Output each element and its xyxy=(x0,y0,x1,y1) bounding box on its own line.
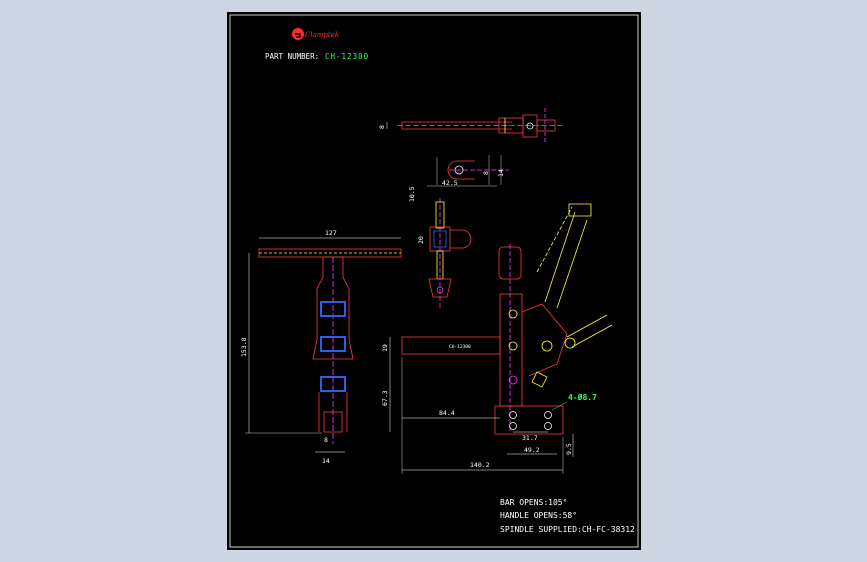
note-handle-opens: HANDLE OPENS:58° xyxy=(500,511,577,520)
side-view xyxy=(401,203,613,435)
note-bar-opens: BAR OPENS:105° xyxy=(500,498,567,507)
tip-detail xyxy=(427,155,509,187)
spindle-assembly xyxy=(428,198,472,308)
dim-base-w2: 49.2 xyxy=(507,446,557,455)
svg-text:153.8: 153.8 xyxy=(240,337,248,357)
dim-base-w1: 31.7 xyxy=(513,431,548,442)
dim-tip-w1: 8 xyxy=(482,171,490,175)
part-number-label: PART NUMBER: xyxy=(265,52,319,61)
dim-bottom-8: 8 xyxy=(324,436,328,444)
dim-top-width: 127 xyxy=(259,229,401,239)
dim-overall-height: 153.8 xyxy=(240,253,322,434)
bar-part-label: CH-12300 xyxy=(449,344,471,350)
svg-text:84.4: 84.4 xyxy=(439,409,455,417)
frame-border xyxy=(229,14,639,548)
svg-text:8: 8 xyxy=(378,125,386,129)
dim-spindle-8: 8 xyxy=(378,122,388,129)
svg-text:127: 127 xyxy=(325,229,337,237)
brand-text: Clamptek xyxy=(305,31,339,39)
svg-text:67.3: 67.3 xyxy=(381,390,389,406)
dim-tip-w2: 14 xyxy=(497,169,505,177)
part-number-value: CH-12300 xyxy=(325,52,369,61)
svg-text:31.7: 31.7 xyxy=(522,434,538,442)
svg-text:4-Ø8.7: 4-Ø8.7 xyxy=(568,392,597,402)
svg-text:140.2: 140.2 xyxy=(470,461,490,469)
brand-logo: Clamptek xyxy=(292,28,339,40)
dim-tip-length: 42.5 xyxy=(442,179,458,187)
svg-text:19: 19 xyxy=(381,344,389,352)
front-view xyxy=(258,248,402,444)
spindle-side-view xyxy=(397,108,562,143)
dim-bottom-14: 14 xyxy=(315,451,345,465)
drawing-sheet: Clamptek PART NUMBER: CH-12300 8 10.5 42… xyxy=(227,12,641,550)
svg-text:14: 14 xyxy=(322,457,330,465)
dim-base-height: 67.3 xyxy=(381,354,391,432)
dim-base-offset: 9.5 xyxy=(565,434,574,457)
cad-drawing: Clamptek PART NUMBER: CH-12300 8 10.5 42… xyxy=(229,14,639,548)
svg-text:9.5: 9.5 xyxy=(565,443,573,455)
dim-spindle-height: 20 xyxy=(417,236,425,244)
svg-text:49.2: 49.2 xyxy=(524,446,540,454)
dim-bar-length: 84.4 xyxy=(402,409,500,419)
dim-holes: 4-Ø8.7 xyxy=(551,392,597,411)
dim-bar-height: 19 xyxy=(381,337,391,354)
dim-tip-height: 10.5 xyxy=(408,186,416,202)
note-spindle: SPINDLE SUPPLIED:CH-FC-38312 xyxy=(500,525,635,534)
dim-total-length: 140.2 xyxy=(401,357,564,474)
